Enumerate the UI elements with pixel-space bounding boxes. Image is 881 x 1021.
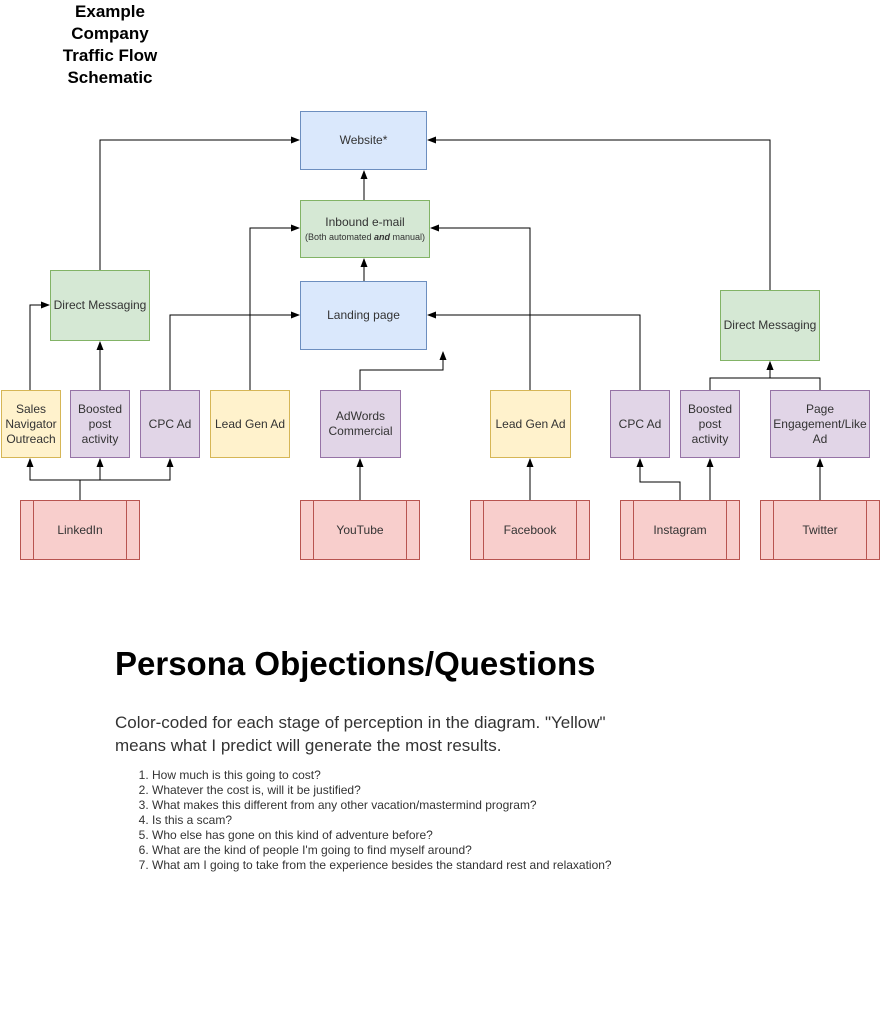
node-facebook: Facebook [470,500,590,560]
process-bar [633,501,634,559]
section-heading: Persona Objections/Questions [115,645,596,682]
questions-list: How much is this going to cost? Whatever… [115,768,712,873]
question-item: Who else has gone on this kind of advent… [152,828,712,843]
node-label: AdWords Commercial [328,409,393,438]
node-lead-gen-ad-right: Lead Gen Ad [490,390,571,458]
question-item: How much is this going to cost? [152,768,712,783]
question-item: What am I going to take from the experie… [152,858,712,873]
node-label: Direct Messaging [53,298,147,312]
node-label: Facebook [503,522,557,537]
node-label: Inbound e-mail [325,215,405,230]
node-label: CPC Ad [148,416,192,431]
diagram-title-line: Traffic Flow [62,46,158,65]
process-bar [726,501,727,559]
edge-sales-navigator-outreach-to-direct-messaging-left [29,301,50,390]
edge-direct-messaging-right-to-website [427,136,771,290]
node-website: Website* [300,111,427,170]
node-linkedin: LinkedIn [20,500,140,560]
process-bar [576,501,577,559]
edge-lead-gen-ad-left-to-inbound-email [249,224,300,390]
node-label: YouTube [336,522,384,537]
node-label: Direct Messaging [723,318,817,332]
node-youtube: YouTube [300,500,420,560]
diagram-title: Example Company Traffic Flow Schematic [35,1,185,89]
edge-linkedin-to-cpc-ad-left [79,458,174,500]
node-boosted-post-activity-right: Boosted post activity [680,390,740,458]
node-label: Lead Gen Ad [495,416,566,431]
node-instagram: Instagram [620,500,740,560]
node-adwords-commercial: AdWords Commercial [320,390,401,458]
edge-linkedin-to-sales-navigator-outreach [26,458,81,500]
node-label: Landing page [327,308,400,322]
traffic-flow-diagram: Website* Inbound e-mail (Both automated an… [1,111,880,560]
node-cpc-ad-right: CPC Ad [610,390,670,458]
node-label: CPC Ad [618,416,662,431]
diagram-title-line: Example [75,2,145,21]
node-label: Instagram [653,522,707,537]
node-label: LinkedIn [57,522,103,537]
question-item: Whatever the cost is, will it be justifi… [152,783,712,798]
process-bar [313,501,314,559]
question-item: What are the kind of people I'm going to… [152,843,712,858]
process-bar [773,501,774,559]
node-label: Twitter [802,522,838,537]
diagram-title-line: Company [71,24,149,43]
node-direct-messaging-right: Direct Messaging [720,290,820,361]
edge-instagram-to-cpc-ad-right [636,458,681,500]
node-cpc-ad-left: CPC Ad [140,390,200,458]
question-item: What makes this different from any other… [152,798,712,813]
node-label: Boosted post activity [77,401,123,446]
node-boosted-post-activity-left: Boosted post activity [70,390,130,458]
process-bar [866,501,867,559]
edge-cpc-ad-left-to-landing-page [169,311,300,390]
node-sales-navigator-outreach: Sales Navigator Outreach [1,390,61,458]
node-label: Boosted post activity [687,401,733,446]
edge-adwords-commercial-to-landing-page [359,351,447,390]
edge-direct-messaging-left-to-website [99,136,300,270]
process-bar [33,501,34,559]
edge-page-engagement-like-ad-to-direct-messaging-right [766,361,821,390]
edge-lead-gen-ad-right-to-inbound-email [430,224,531,390]
node-label: Page Engagement/Like Ad [773,401,867,446]
edge-cpc-ad-right-to-landing-page [427,311,641,390]
diagram-title-line: Schematic [67,68,153,87]
process-bar [483,501,484,559]
edge-boosted-post-activity-right-to-direct-messaging-right [709,361,774,390]
node-label: Website* [339,133,388,147]
node-page-engagement-like-ad: Page Engagement/Like Ad [770,390,870,458]
node-label: Lead Gen Ad [214,416,286,431]
node-sublabel: (Both automated and manual) [304,232,426,243]
process-bar [406,501,407,559]
node-label: Sales Navigator Outreach [5,401,57,446]
process-bar [126,501,127,559]
node-landing-page: Landing page [300,281,427,350]
question-item: Is this a scam? [152,813,712,828]
node-inbound-email: Inbound e-mail (Both automated and manual… [300,200,430,258]
edge-linkedin-to-boosted-post-activity-left [79,458,104,500]
node-direct-messaging-left: Direct Messaging [50,270,150,341]
section-paragraph: Color-coded for each stage of perception… [115,713,606,755]
node-twitter: Twitter [760,500,880,560]
node-lead-gen-ad-left: Lead Gen Ad [210,390,290,458]
